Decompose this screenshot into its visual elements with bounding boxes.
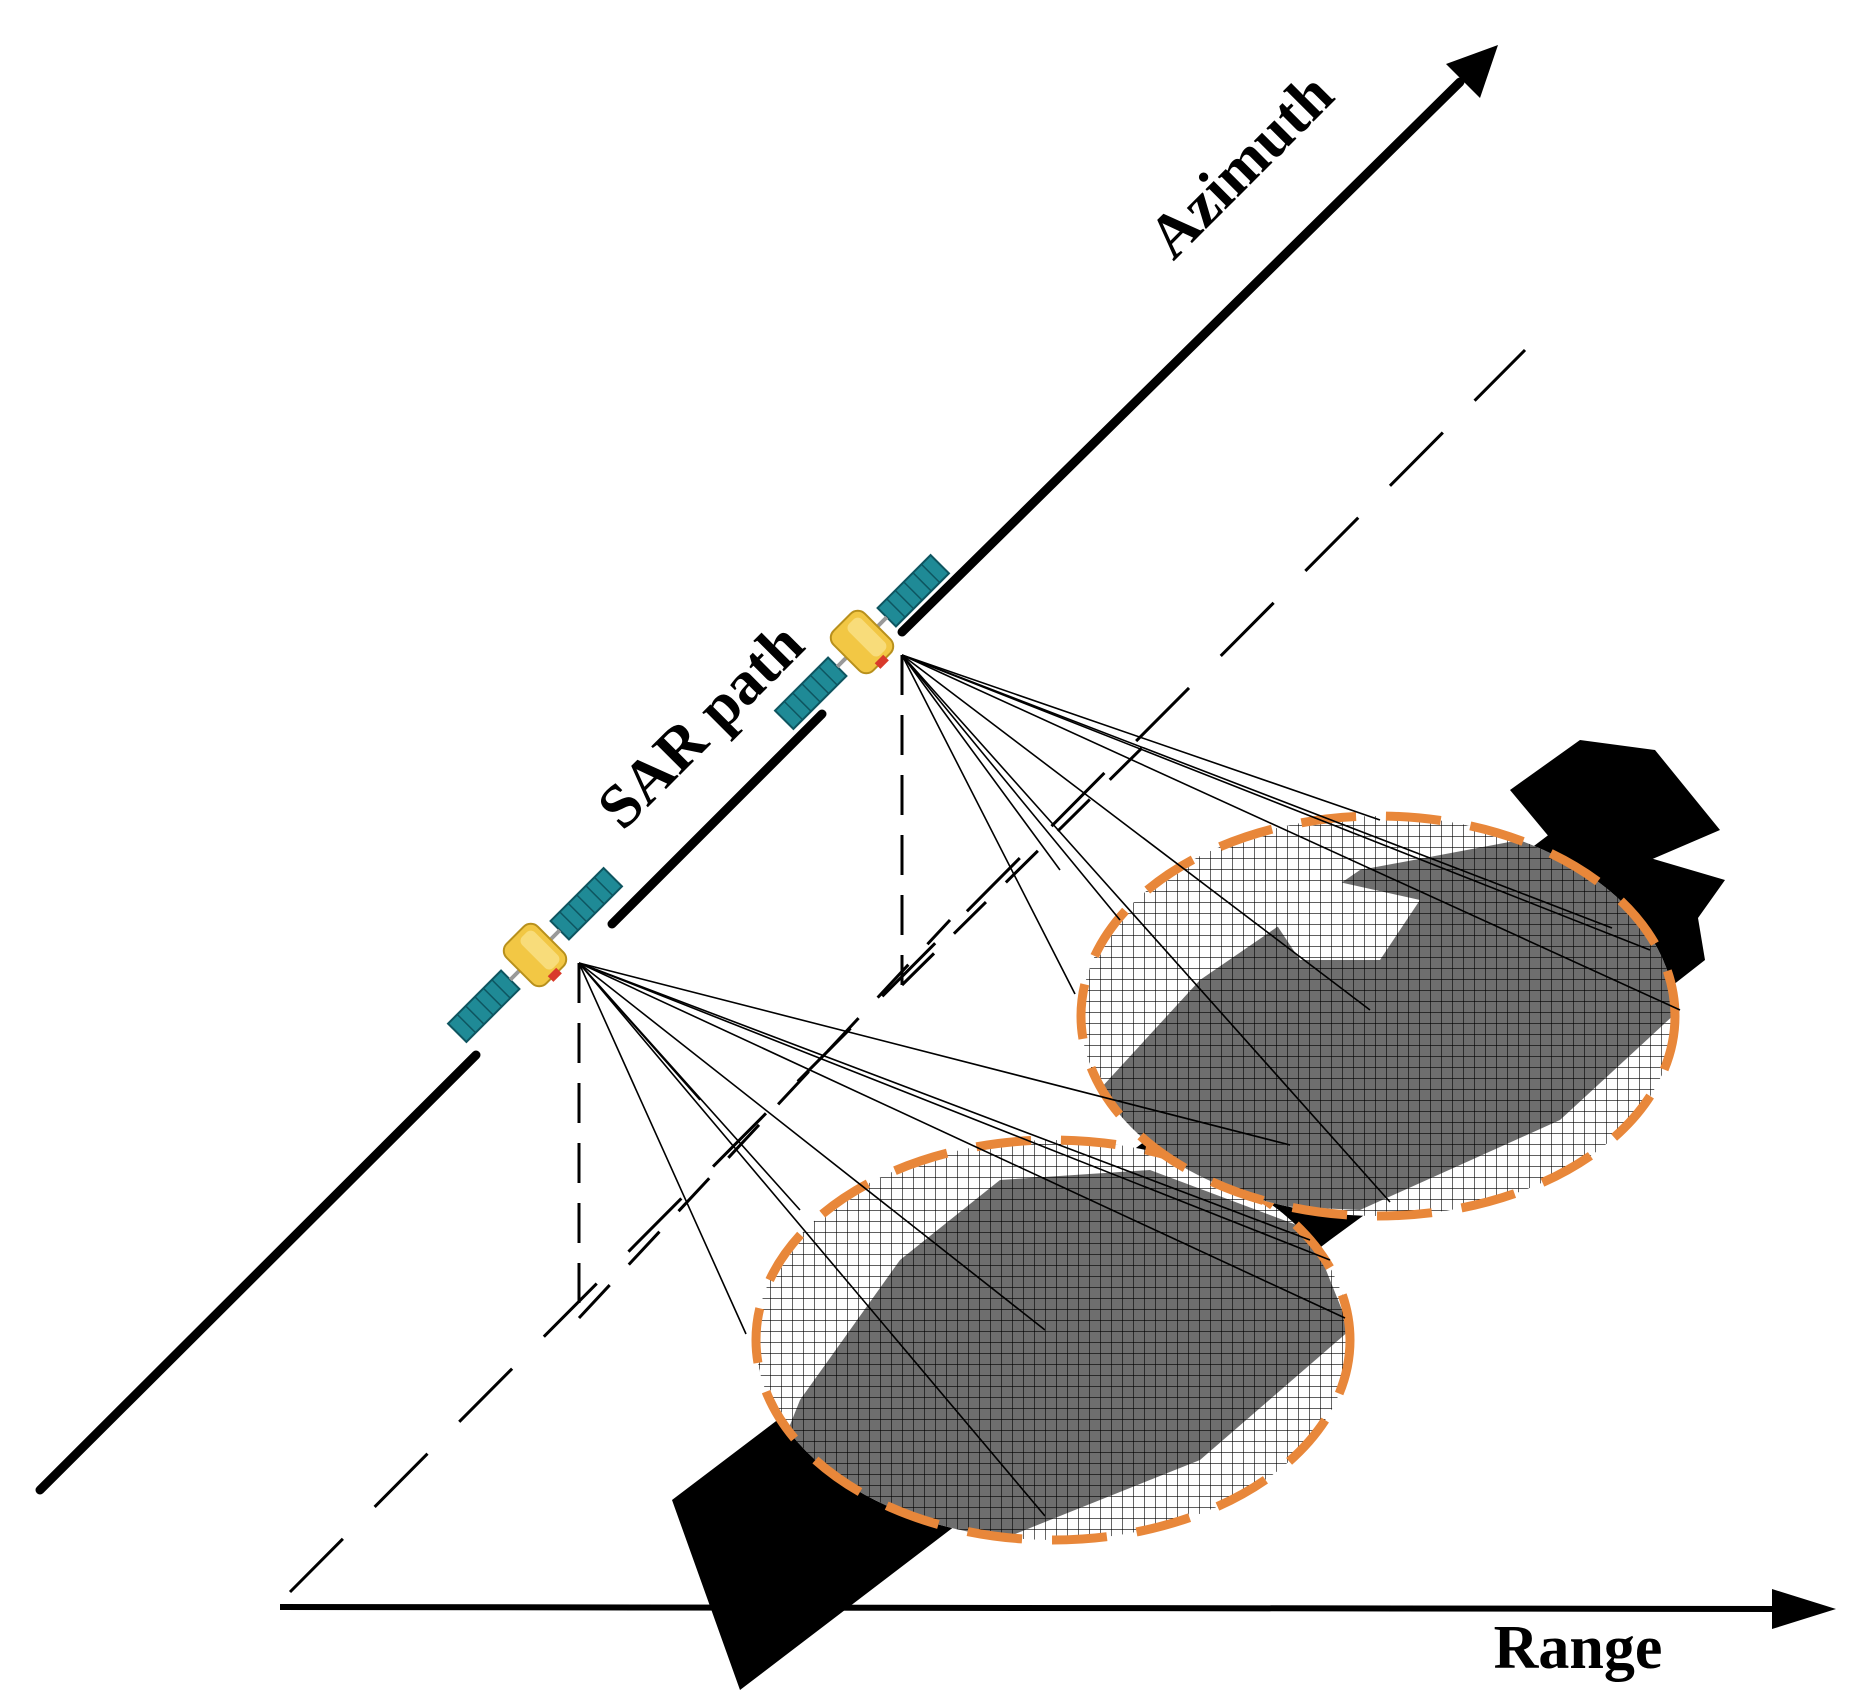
beam-rays-lower xyxy=(578,962,1346,1517)
azimuth-label: Azimuth xyxy=(1135,60,1346,271)
footprint-upper xyxy=(1076,811,1680,1221)
nadir-lines xyxy=(577,655,904,1318)
swath-dashed-lines xyxy=(577,738,1152,1320)
range-axis xyxy=(279,1589,1836,1629)
satellite-icon xyxy=(446,866,624,1044)
footprint-lower xyxy=(751,1135,1355,1545)
footprint-lower-outline xyxy=(751,1135,1355,1545)
sar-path-label: SAR path xyxy=(585,610,817,842)
beam-rays-upper xyxy=(901,654,1681,1203)
range-arrowhead xyxy=(1772,1589,1836,1629)
ground-track xyxy=(288,348,1527,1594)
range-label: Range xyxy=(1494,1614,1663,1682)
sar-flight-path xyxy=(35,77,1465,1495)
footprint-upper-outline xyxy=(1076,811,1680,1221)
satellite-icon xyxy=(773,553,951,731)
azimuth-arrowhead xyxy=(1446,45,1498,98)
